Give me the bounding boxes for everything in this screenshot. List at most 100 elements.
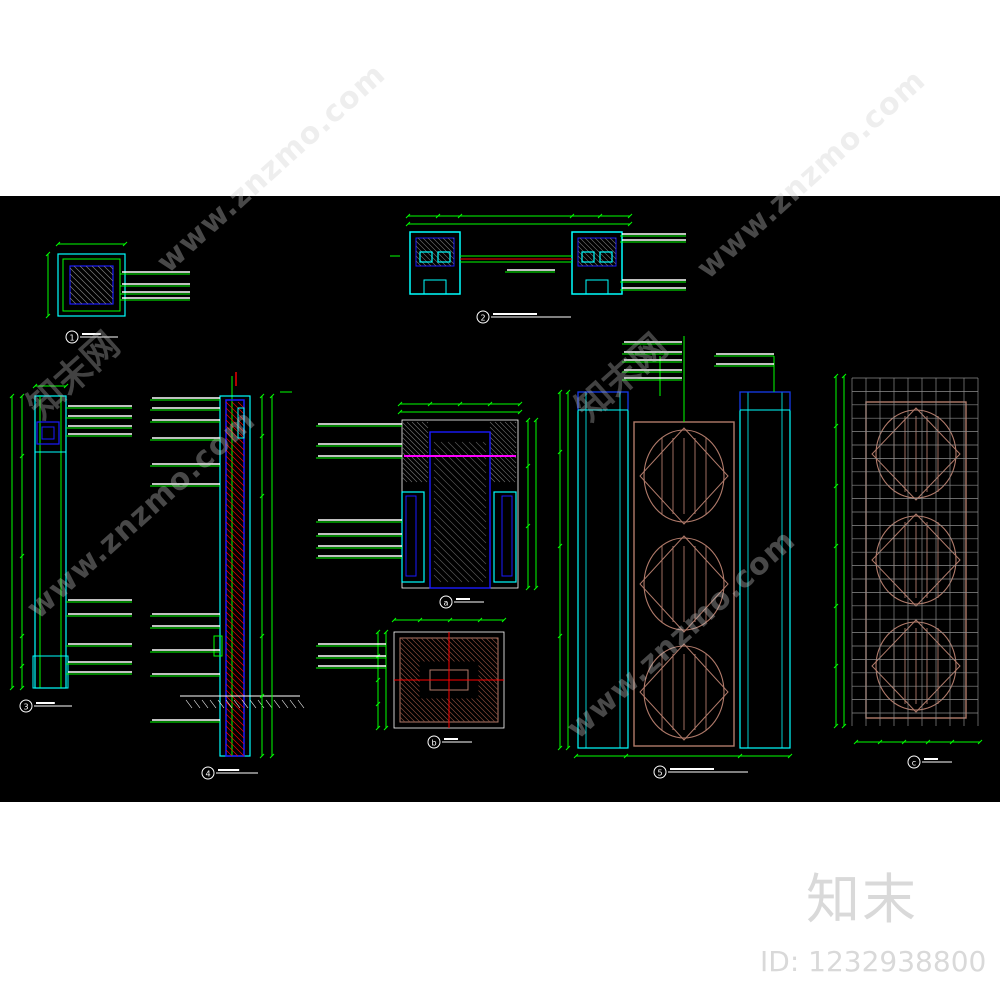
stone-hatch-right: [499, 421, 517, 439]
plan-pattern-hatch: [490, 637, 499, 646]
ground-hatch: [281, 699, 289, 709]
dimension-tick: [477, 617, 483, 623]
detail-callout-number: b: [431, 739, 436, 748]
grout-hatch: [433, 462, 487, 516]
section-hatch: [225, 743, 239, 757]
dimension-tick: [397, 401, 403, 407]
section-hatch: [225, 623, 245, 643]
dimension-tick: [259, 633, 265, 639]
section-hatch: [225, 719, 245, 739]
dimension-tick: [573, 753, 579, 759]
plan-pattern-hatch: [495, 637, 499, 641]
stone-hatch-left: [406, 421, 429, 444]
left-post-outline: [409, 231, 461, 295]
section-hatch: [225, 593, 245, 613]
ground-hatch: [249, 699, 257, 709]
dimension-tick: [259, 693, 265, 699]
stone-hatch-right: [489, 436, 517, 464]
meander-ornament: [36, 421, 60, 445]
stone-hatch-left: [401, 426, 429, 454]
stone-hatch-left: [401, 431, 429, 459]
plan-pattern-hatch: [480, 637, 499, 656]
dimension-tick: [517, 401, 523, 407]
stone-hatch-right: [489, 421, 517, 449]
detail-callout-icon: [65, 330, 79, 344]
section-hatch: [225, 509, 245, 529]
image-id-value: 1232938800: [808, 945, 987, 978]
lattice-ring: [643, 645, 725, 739]
detail-callout-icon: [201, 766, 215, 780]
dimension-tick: [19, 453, 25, 459]
grout-hatch: [433, 476, 487, 530]
dimension-tick: [557, 449, 563, 455]
image-id-label: ID:: [760, 945, 800, 978]
left-post-hatch: [447, 237, 455, 245]
grout-hatch: [454, 441, 487, 474]
grid-lines: [851, 377, 979, 726]
detail-callout-icon: [439, 595, 453, 609]
section-hatch: [225, 419, 245, 439]
lattice-ring: [875, 621, 957, 711]
left-post-hatch: [422, 237, 452, 267]
detail-callout-number: 5: [657, 769, 662, 778]
section-hatch: [225, 605, 245, 625]
right-post-hatch: [609, 237, 617, 245]
ground-hatch: [225, 699, 233, 709]
dimension-tick: [623, 753, 629, 759]
section-hatch: [225, 647, 245, 667]
concrete-hatch: [69, 273, 101, 305]
section-hatch: [225, 707, 245, 727]
left-post-hook-b: [437, 251, 451, 263]
detail-callout-number: 3: [23, 703, 28, 712]
grout-hatch: [440, 441, 487, 488]
stone-hatch-right: [489, 476, 496, 483]
grout-hatch: [433, 504, 487, 558]
dimension-tick: [405, 213, 411, 219]
stone-hatch-right: [494, 421, 517, 444]
section-hatch: [225, 521, 245, 541]
right-post-hatch: [584, 237, 614, 267]
dimension-tick: [19, 633, 25, 639]
dimension-tick: [19, 553, 25, 559]
gate-elevation-drawing: 5: [557, 336, 793, 779]
dimension-tick: [427, 401, 433, 407]
dimension-tick: [383, 629, 389, 635]
section-hatch: [225, 407, 245, 427]
dimension-tick: [259, 433, 265, 439]
stone-hatch-left: [401, 471, 413, 483]
section-hatch: [225, 713, 245, 733]
dimension-tick: [32, 383, 38, 389]
dimension-tick: [833, 373, 839, 379]
concrete-hatch: [91, 265, 114, 288]
dimension-tick: [383, 725, 389, 731]
ground-hatch: [185, 699, 193, 709]
grout-hatch: [433, 574, 442, 583]
right-post-hatch: [577, 260, 584, 267]
grout-hatch: [433, 532, 484, 583]
dimension-tick: [557, 633, 563, 639]
section-hatch: [225, 503, 245, 523]
dimension-tick: [833, 483, 839, 489]
left-post-hatch: [452, 237, 455, 240]
column-core: [69, 265, 114, 305]
stone-hatch-left: [401, 421, 429, 449]
lattice-diamond: [639, 643, 729, 741]
grout-hatch: [461, 441, 487, 467]
plan-pattern-hatch: [465, 637, 499, 671]
grout-hatch: [433, 497, 487, 551]
ground-hatch: [233, 699, 241, 709]
cladding-right: [493, 491, 517, 583]
dimension-tick: [375, 629, 381, 635]
dimension-tick: [569, 213, 575, 219]
section-bracket: [213, 635, 223, 657]
left-post-hatch: [437, 237, 455, 255]
detail-callout-icon: [427, 735, 441, 749]
plan-pattern-hatch: [399, 716, 406, 723]
plan-pattern-hatch: [399, 701, 421, 723]
right-post-hatch: [577, 240, 604, 267]
stone-hatch-left: [401, 466, 418, 483]
section-hatch: [225, 515, 245, 535]
grout-hatch: [433, 546, 470, 583]
dimension-tick: [457, 401, 463, 407]
dimension-tick: [375, 725, 381, 731]
